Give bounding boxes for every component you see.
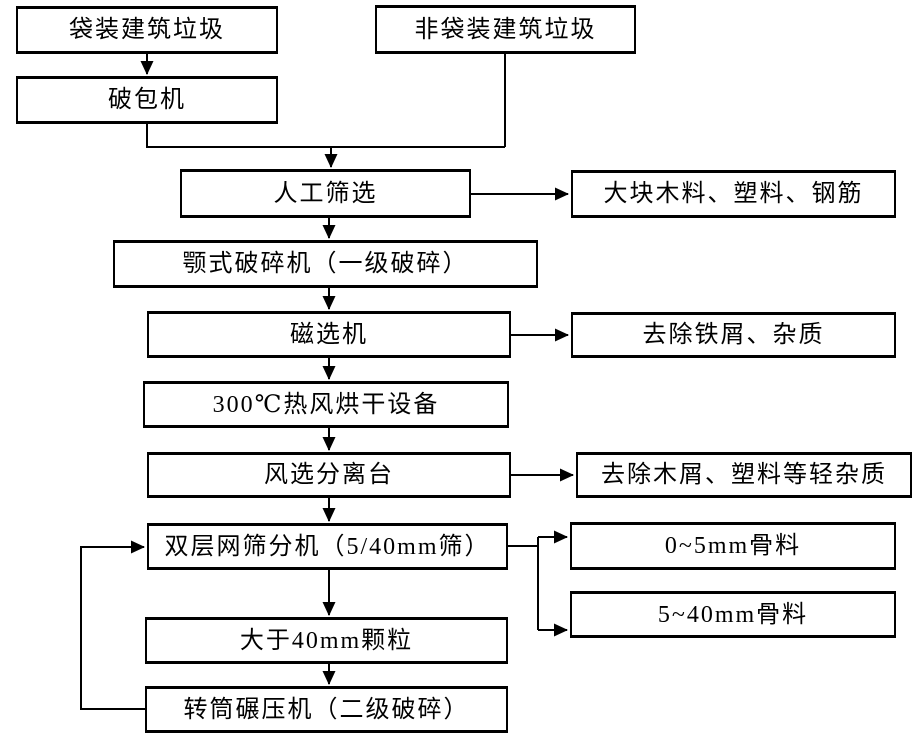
node-light-impurity-output: 去除木屑、塑料等轻杂质	[576, 452, 912, 498]
node-iron-removal-output: 去除铁屑、杂质	[571, 312, 896, 358]
edge-drum-feedback-to-screen	[80, 540, 145, 710]
node-jaw-crusher: 颚式破碎机（一级破碎）	[113, 240, 538, 288]
node-air-separator: 风选分离台	[147, 452, 511, 498]
node-double-layer-screen: 双层网筛分机（5/40mm筛）	[147, 523, 508, 570]
node-magnetic-separator: 磁选机	[147, 311, 511, 358]
node-bag-breaker: 破包机	[16, 76, 278, 124]
node-bagged-waste: 袋装建筑垃圾	[16, 6, 278, 54]
node-manual-screening: 人工筛选	[180, 169, 471, 218]
node-drum-roller-crusher: 转筒碾压机（二级破碎）	[145, 686, 508, 733]
node-over-40mm-particles: 大于40mm颗粒	[145, 617, 508, 664]
node-aggregate-0-5mm: 0~5mm骨料	[570, 522, 896, 570]
node-non-bagged-waste: 非袋装建筑垃圾	[375, 5, 636, 54]
node-hot-air-dryer: 300℃热风烘干设备	[143, 381, 509, 428]
node-bulky-output: 大块木料、塑料、钢筋	[571, 170, 896, 218]
node-aggregate-5-40mm: 5~40mm骨料	[570, 591, 896, 638]
